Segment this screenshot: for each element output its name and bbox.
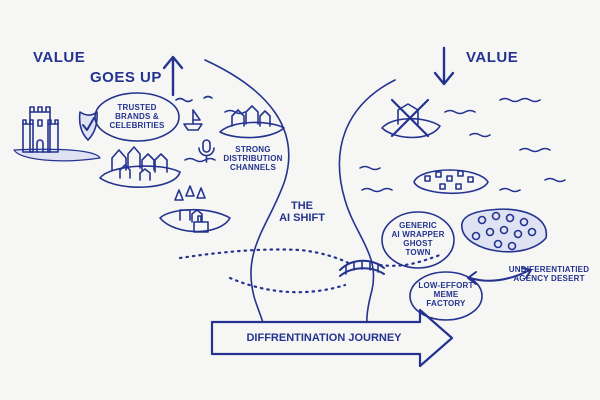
arrow-up-icon bbox=[162, 55, 184, 97]
ai-shift-label: THE AI SHIFT bbox=[279, 200, 325, 225]
generic-ai-wrapper-bubble bbox=[381, 211, 455, 269]
forest-island-icon bbox=[159, 185, 231, 233]
shield-check-icon bbox=[78, 111, 98, 141]
dotted-path-lower bbox=[228, 276, 347, 294]
microphone-icon bbox=[184, 139, 216, 163]
ghost-town-island-icon bbox=[413, 169, 489, 195]
sailboat-icon bbox=[175, 95, 213, 131]
trusted-brands-label: TRUSTED BRANDS & CELEBRITIES bbox=[109, 103, 165, 130]
agency-desert-island-icon bbox=[461, 208, 548, 253]
journey-arrow bbox=[210, 308, 454, 368]
village-island-icon bbox=[99, 146, 181, 188]
agency-desert-label: UNDIFERENTIATIED AGENCY DESERT bbox=[508, 265, 590, 283]
arrow-down-icon bbox=[433, 46, 455, 86]
value-label-left: VALUE bbox=[33, 49, 86, 66]
goes-up-label: GOES UP bbox=[90, 69, 162, 86]
curved-arrow-icon bbox=[467, 267, 532, 285]
bridge-icon bbox=[339, 259, 385, 277]
strong-distribution-label: STRONG DISTRIBUTION CHANNELS bbox=[223, 145, 283, 172]
left-divider-curve bbox=[204, 59, 290, 346]
value-label-right: VALUE bbox=[466, 49, 519, 66]
meme-factory-label: LOW-EFFORT MEME FACTORY bbox=[418, 281, 474, 308]
generic-wrapper-label: GENERIC AI WRAPPER GHOST TOWN bbox=[391, 221, 445, 257]
castle-icon bbox=[13, 106, 101, 162]
trusted-brands-bubble bbox=[94, 92, 180, 142]
waves-right bbox=[359, 97, 566, 193]
meme-factory-bubble bbox=[409, 271, 483, 321]
right-divider-curve bbox=[338, 79, 396, 336]
dotted-path bbox=[178, 248, 354, 267]
crossed-building-icon bbox=[381, 98, 441, 139]
journey-label: DIFFRENTINATION JOURNEY bbox=[246, 332, 402, 344]
houses-island-icon bbox=[219, 105, 285, 139]
dotted-path-right bbox=[378, 253, 442, 267]
